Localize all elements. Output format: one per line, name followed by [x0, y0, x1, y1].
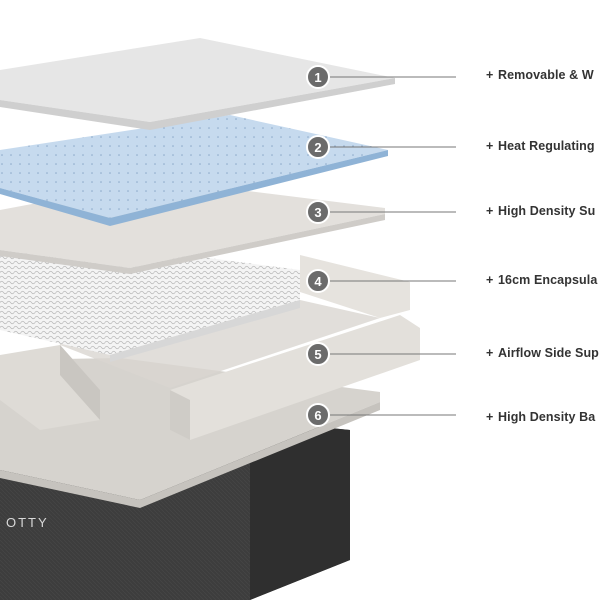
svg-text:3: 3	[314, 205, 321, 220]
layer-label-text: Removable & W	[498, 68, 594, 82]
layer-label-5: + Airflow Side Sup	[486, 346, 599, 360]
plus-icon: +	[486, 204, 494, 218]
svg-text:2: 2	[314, 140, 321, 155]
number-badge-2: 2	[306, 135, 330, 159]
layer-label-text: High Density Su	[498, 204, 596, 218]
pocket-spring-layer	[0, 245, 300, 362]
callout-lines	[318, 76, 456, 416]
layer-label-1: + Removable & W	[486, 68, 594, 82]
plus-icon: +	[486, 139, 494, 153]
layer-label-text: High Density Ba	[498, 410, 596, 424]
layer-label-4: +16cm Encapsula	[486, 273, 597, 287]
number-badge-6: 6	[306, 403, 330, 427]
side-support-rails	[0, 255, 420, 440]
plus-icon: +	[486, 68, 494, 82]
removable-cover-layer	[0, 38, 395, 130]
gel-foam-layer	[0, 115, 388, 226]
number-badge-3: 3	[306, 200, 330, 224]
layer-label-text: Heat Regulating	[498, 139, 595, 153]
layer-label-3: + High Density Su	[486, 204, 595, 218]
svg-text:5: 5	[314, 347, 321, 362]
plus-icon: +	[486, 346, 494, 360]
number-badge-5: 5	[306, 342, 330, 366]
layer-label-text: Airflow Side Sup	[498, 346, 599, 360]
plus-icon: +	[486, 410, 494, 424]
layer-label-text: 16cm Encapsula	[498, 273, 598, 287]
svg-text:1: 1	[314, 70, 321, 85]
number-badge-1: 1	[306, 65, 330, 89]
plus-icon: +	[486, 273, 494, 287]
layer-label-6: + High Density Ba	[486, 410, 595, 424]
number-badge-4: 4	[306, 269, 330, 293]
svg-text:6: 6	[314, 408, 321, 423]
svg-text:4: 4	[314, 274, 322, 289]
layer-label-2: + Heat Regulating	[486, 139, 595, 153]
brand-logo: OTTY	[6, 515, 49, 530]
